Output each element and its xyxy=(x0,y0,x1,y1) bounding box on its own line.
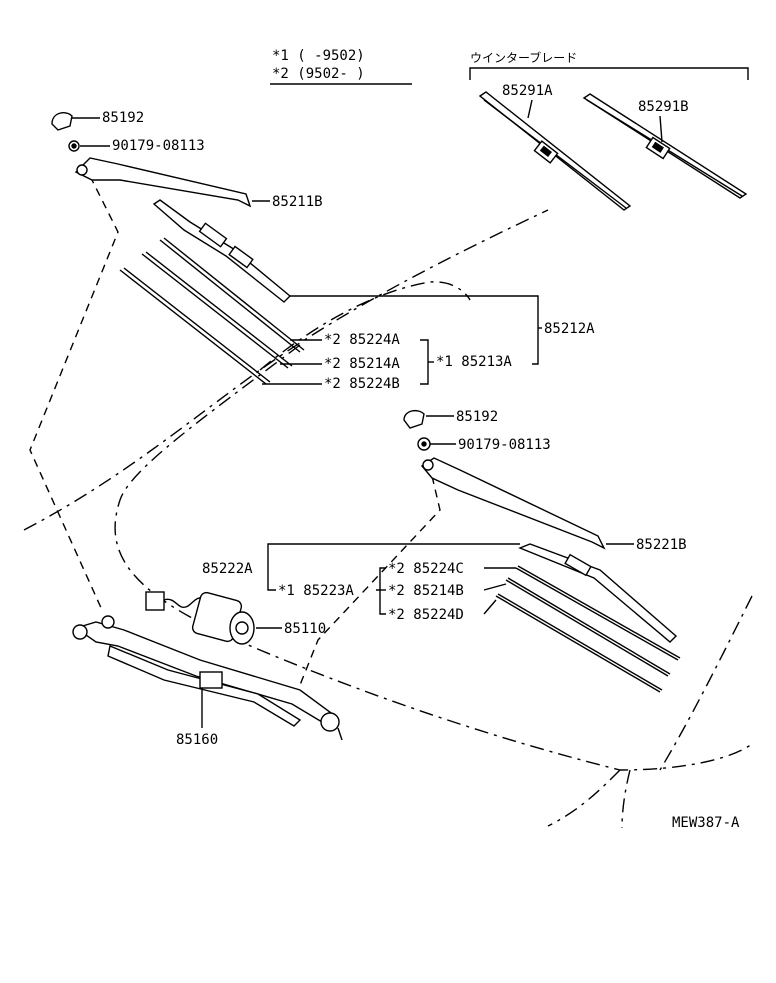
wiper-blade-driver xyxy=(119,199,305,385)
nut-mid: 90179-08113 xyxy=(417,437,551,453)
label-85291b: 85291B xyxy=(638,99,689,115)
label-85160: 85160 xyxy=(176,732,218,748)
label-90179-mid: 90179-08113 xyxy=(458,437,551,453)
cap-mid: 85192 xyxy=(403,409,498,429)
label-85192-mid: 85192 xyxy=(456,409,498,425)
wiper-arm-passenger: 85221B xyxy=(420,457,687,553)
wiper-arm-driver: 85211B xyxy=(74,157,323,210)
label-85223a: *1 85223A xyxy=(278,583,354,599)
label-85224c: *2 85224C xyxy=(388,561,464,577)
legend: *1 ( -9502) *2 (9502- ) xyxy=(270,48,412,85)
windshield-outline xyxy=(23,209,753,829)
label-90179-top: 90179-08113 xyxy=(112,138,205,154)
label-85214a: *2 85214A xyxy=(324,356,400,372)
label-85192-top: 85192 xyxy=(102,110,144,126)
diagram-code: MEW387-A xyxy=(672,815,740,831)
label-85222a: 85222A xyxy=(202,561,253,577)
label-85211b: 85211B xyxy=(272,194,323,210)
winter-blade-bracket xyxy=(469,67,749,80)
label-85224b: *2 85224B xyxy=(324,376,400,392)
top-blade-callouts: 85212A *2 85224A *2 85214A *2 85224B *1 … xyxy=(262,295,595,392)
winter-blade-b xyxy=(582,93,748,199)
nut-top: 90179-08113 xyxy=(68,138,205,154)
label-85291a: 85291A xyxy=(502,83,553,99)
wiper-blade-passenger xyxy=(495,543,681,693)
legend-row-1: *1 ( -9502) xyxy=(272,48,365,64)
label-85110: 85110 xyxy=(284,621,326,637)
winter-blade-group: ウインターブレード 85291A 85291B xyxy=(469,50,749,211)
label-85212a: 85212A xyxy=(544,321,595,337)
legend-row-2: *2 (9502- ) xyxy=(272,66,365,82)
label-85213a: *1 85213A xyxy=(436,354,512,370)
passenger-callouts: 85222A *1 85223A *2 85224C *2 85214B *2 … xyxy=(202,543,520,623)
label-85224a: *2 85224A xyxy=(324,332,400,348)
label-85221b: 85221B xyxy=(636,537,687,553)
wiper-linkage: 85160 xyxy=(72,615,343,748)
connection-dashes xyxy=(29,175,441,691)
winter-blade-a xyxy=(478,91,632,211)
cap-top: 85192 xyxy=(51,110,144,131)
winter-blade-header: ウインターブレード xyxy=(470,50,577,65)
label-85214b: *2 85214B xyxy=(388,583,464,599)
wiper-motor: 85110 xyxy=(145,591,326,645)
label-85224d: *2 85224D xyxy=(388,607,464,623)
